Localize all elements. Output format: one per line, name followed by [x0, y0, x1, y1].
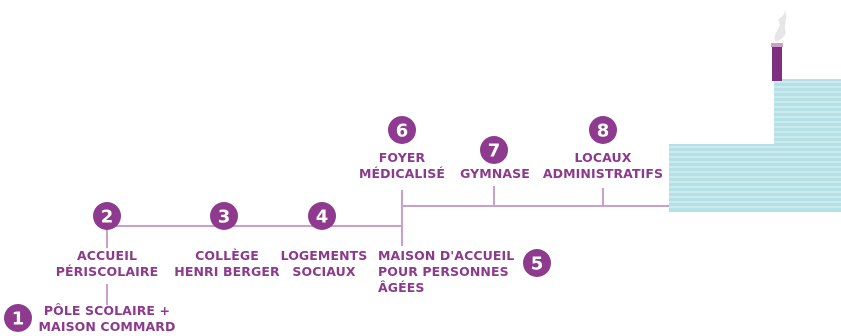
stop-3-badge: 3 [210, 202, 238, 230]
stop-3-badge-number: 3 [218, 207, 231, 228]
stop-2-label-line-2: PÉRISCOLAIRE [55, 264, 159, 279]
stop-8-label-line-2: ADMINISTRATIFS [542, 166, 664, 181]
stop-1-label-line-2: MAISON COMMARD [38, 319, 176, 334]
stop-4-label-line-2: SOCIAUX [292, 264, 356, 279]
stop-4-label: LOGEMENTS SOCIAUX [272, 248, 376, 280]
building-upper-block [774, 79, 841, 212]
stop-6-badge-number: 6 [396, 121, 409, 142]
stop-1-label-line-1: PÔLE SCOLAIRE + [43, 303, 171, 318]
stop-2-label: ACCUEIL PÉRISCOLAIRE [52, 248, 162, 280]
stop-5-label-line-2: POUR PERSONNES [378, 264, 509, 279]
stop-7-label-line-1: GYMNASE [460, 166, 530, 181]
stop-8-badge-circle [589, 116, 617, 144]
stop-6-badge-circle [388, 116, 416, 144]
smoke-icon [774, 10, 787, 42]
stop-3-label-line-1: COLLÈGE [195, 248, 259, 263]
stop-4-label-line-1: LOGEMENTS [280, 248, 368, 263]
stop-6-badge: 6 [388, 116, 416, 144]
stop-7-badge-number: 7 [488, 141, 501, 162]
stop-5-badge: 5 [523, 249, 551, 277]
stop-8-label-line-1: LOCAUX [574, 150, 632, 165]
stop-7-badge-circle [480, 136, 508, 164]
stop-2-label-line-1: ACCUEIL [76, 248, 138, 263]
stop-6-label-line-2: MÉDICALISÉ [358, 166, 445, 181]
stop-7-badge: 7 [480, 136, 508, 164]
stop-1-badge: 1 [4, 304, 32, 332]
stop-7-label: GYMNASE [450, 166, 540, 182]
stop-3-badge-circle [210, 202, 238, 230]
stop-2-badge: 2 [93, 202, 121, 230]
stop-2-badge-number: 2 [101, 207, 114, 228]
chimney-cap [771, 43, 783, 47]
building-stripes [669, 81, 841, 208]
stop-2-badge-circle [93, 202, 121, 230]
stop-6-label-line-1: FOYER [378, 150, 426, 165]
stop-5-badge-number: 5 [531, 254, 544, 275]
stop-5-badge-circle [523, 249, 551, 277]
stop-3-label-line-2: HENRI BERGER [174, 264, 280, 279]
stop-5-label: MAISON D'ACCUEIL POUR PERSONNES ÂGÉES [378, 248, 528, 296]
building-lower-block [669, 144, 779, 212]
stop-4-badge: 4 [308, 202, 336, 230]
stop-1-badge-circle [4, 304, 32, 332]
stop-5-label-line-1: MAISON D'ACCUEIL [378, 248, 515, 263]
stop-8-badge-number: 8 [597, 121, 610, 142]
stop-6-label: FOYER MÉDICALISÉ [346, 150, 458, 182]
stop-4-badge-circle [308, 202, 336, 230]
connector-lines [106, 186, 670, 305]
stop-3-label: COLLÈGE HENRI BERGER [166, 248, 288, 280]
building-illustration [669, 10, 841, 212]
stop-4-badge-number: 4 [316, 207, 329, 228]
stop-8-label: LOCAUX ADMINISTRATIFS [538, 150, 668, 182]
stop-1-label: PÔLE SCOLAIRE + MAISON COMMARD [28, 303, 186, 335]
chimney [772, 44, 782, 81]
stop-5-label-line-3: ÂGÉES [378, 280, 425, 295]
stop-1-badge-number: 1 [12, 309, 25, 330]
stop-badges: 1 2 3 4 5 6 7 8 [4, 116, 617, 332]
stop-8-badge: 8 [589, 116, 617, 144]
